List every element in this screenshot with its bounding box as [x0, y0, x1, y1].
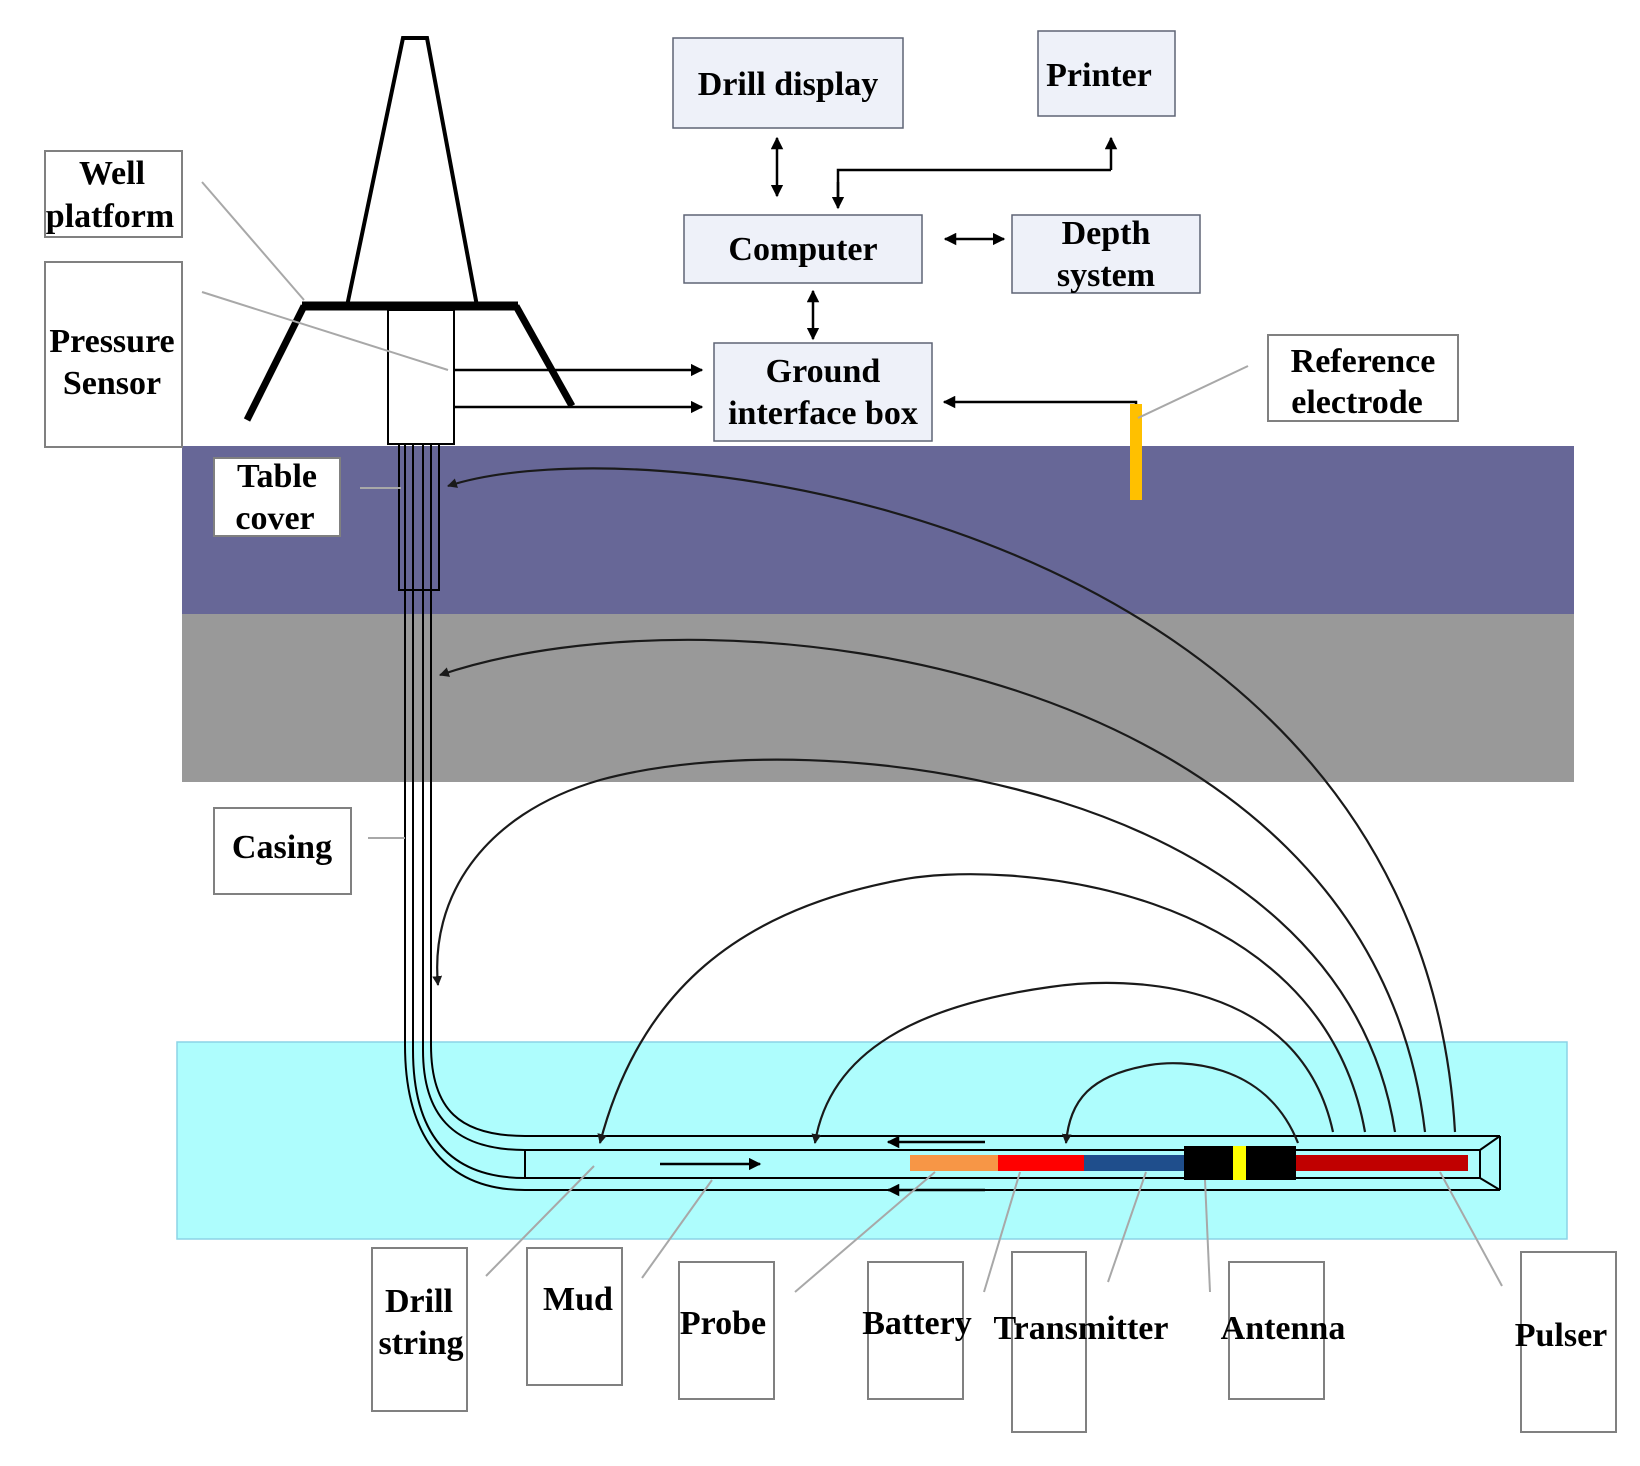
drill-string-label-line2: string [379, 1325, 464, 1362]
transmitter-box: Transmitter [994, 1251, 1169, 1433]
depth-system-label-line1: Depth [1062, 215, 1151, 252]
pressure-sensor-box: Pressure Sensor [44, 261, 183, 448]
drill-string-label-line1: Drill [385, 1283, 453, 1320]
casing-label: Casing [232, 829, 332, 866]
drill-display-label: Drill display [698, 66, 878, 103]
leader-drill-string [485, 1165, 595, 1277]
pulser-segment [1296, 1155, 1468, 1171]
drill-pipe [404, 444, 1501, 1191]
computer-label: Computer [728, 231, 877, 268]
pulser-label: Pulser [1515, 1317, 1608, 1354]
em-field-line-1 [447, 467, 1457, 1133]
upper-formation-layer [182, 446, 1574, 614]
leader-mud [641, 1179, 713, 1279]
em-field-line-3 [432, 758, 1397, 1133]
leader-battery [983, 1171, 1021, 1293]
pressure-sensor-label-line1: Pressure [49, 323, 174, 360]
reference-electrode-rod [1130, 404, 1142, 500]
pressure-sensor-label-line2: Sensor [63, 365, 161, 402]
drill-string-box: Drill string [371, 1247, 468, 1412]
reference-electrode-box: Reference electrode [1267, 334, 1459, 422]
derrick-mast [344, 36, 480, 308]
rig-leg-right [512, 304, 576, 408]
table-cover-box: Table cover [213, 457, 341, 537]
antenna-box: Antenna [1221, 1261, 1346, 1400]
rig-leg-left [243, 304, 308, 422]
mwd-tool [910, 1146, 1468, 1180]
leader-lines [201, 181, 1503, 1293]
ground-interface-box: Ground interface box [713, 342, 933, 442]
target-formation-layer [176, 1041, 1568, 1240]
drill-string-inner-right [422, 444, 1480, 1151]
em-field-line-6 [1061, 1062, 1300, 1144]
casing-wall-left [404, 444, 1500, 1191]
leader-pressure-sensor [201, 291, 449, 371]
depth-system-label-line2: system [1057, 257, 1155, 294]
table-cover-sleeve [398, 443, 440, 591]
middle-formation-layer [182, 614, 1574, 782]
drilling-rig [243, 36, 576, 591]
battery-box: Battery [862, 1261, 972, 1400]
transmitter-label: Transmitter [994, 1310, 1169, 1347]
reference-electrode-label-line2: electrode [1291, 384, 1423, 421]
leader-transmitter [1107, 1171, 1147, 1283]
casing-box: Casing [213, 807, 352, 895]
mud-label: Mud [543, 1281, 613, 1318]
probe-label: Probe [680, 1305, 766, 1342]
well-platform-box: Well platform [44, 150, 183, 238]
table-cover-label-line1: Table [237, 458, 317, 495]
ground-interface-label-line1: Ground [766, 353, 881, 390]
antenna-insulation-gap [1233, 1146, 1246, 1180]
reference-electrode-label-line1: Reference [1291, 343, 1436, 380]
printer-label: Printer [1046, 57, 1152, 94]
leader-well-platform [201, 181, 305, 301]
em-field-line-4 [597, 873, 1367, 1144]
bit-face [1479, 1135, 1501, 1151]
probe-segment [910, 1155, 998, 1171]
battery-label: Battery [862, 1305, 972, 1342]
computer-printer-link [836, 168, 1111, 202]
antenna-label: Antenna [1221, 1310, 1346, 1347]
drill-display-box: Drill display [672, 37, 904, 129]
mud-box: Mud [526, 1247, 623, 1386]
depth-system-box: Depth system [1011, 214, 1201, 294]
leader-probe [794, 1171, 936, 1293]
probe-box: Probe [678, 1261, 775, 1400]
table-cover-label-line2: cover [235, 500, 314, 537]
well-platform-label-line2: platform [46, 198, 174, 235]
leader-antenna [1204, 1179, 1211, 1293]
wellhead-housing [387, 309, 455, 445]
bit-face-lower [1479, 1177, 1501, 1191]
drill-string-inner-left [412, 444, 1480, 1179]
electrode-line [942, 395, 1138, 409]
transmitter-segment [1084, 1155, 1184, 1171]
well-platform-label-line1: Well [79, 155, 145, 192]
em-field-line-2 [439, 638, 1427, 1133]
battery-segment [998, 1155, 1084, 1171]
em-field-line-5 [811, 981, 1335, 1144]
casing-wall-right [430, 444, 1500, 1137]
pulser-box: Pulser [1515, 1251, 1617, 1433]
leader-reference-electrode [1137, 365, 1249, 419]
em-field-lines [432, 467, 1457, 1144]
ground-interface-label-line2: interface box [728, 395, 918, 432]
computer-box: Computer [683, 214, 923, 284]
printer-box: Printer [1037, 30, 1176, 117]
leader-pulser [1439, 1171, 1503, 1287]
